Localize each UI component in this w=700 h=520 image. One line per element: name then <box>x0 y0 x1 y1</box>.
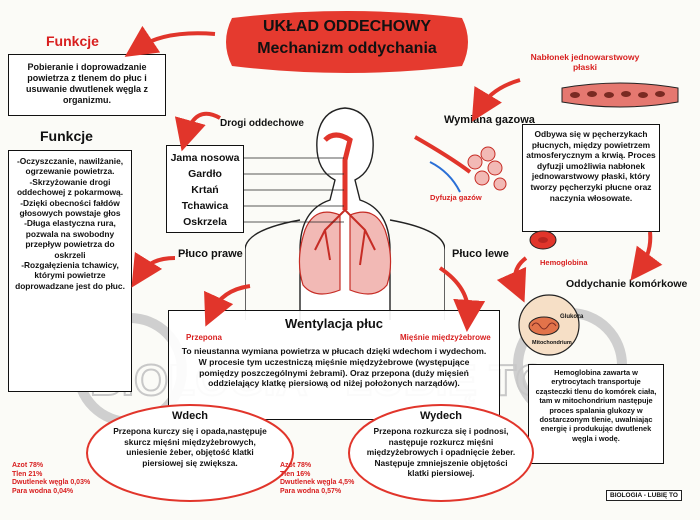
glukoza-label: Glukoza <box>560 314 584 320</box>
wentylacja-heading: Wentylacja płuc <box>284 316 383 331</box>
wydech-stat: Azot 78% <box>280 462 312 469</box>
wymiana-text: Odbywa się w pęcherzykach płucnych, międ… <box>526 129 656 203</box>
arrow <box>131 251 176 288</box>
alveoli-icon <box>414 135 507 193</box>
epithelium-icon <box>561 82 679 108</box>
wentylacja-text: To nieustanna wymiana powietrza w płucac… <box>181 346 487 389</box>
arrow <box>174 111 221 152</box>
hemoglobina-label: Hemoglobina <box>540 258 588 267</box>
wydech-text: Przepona rozkurcza się i podnosi, następ… <box>366 426 516 479</box>
arrow <box>471 78 521 122</box>
drogi-item: Gardło <box>188 168 222 180</box>
wdech-heading: Wdech <box>171 410 209 422</box>
wydech-heading: Wydech <box>420 410 462 422</box>
title-banner <box>226 11 468 73</box>
funkcje-left-heading: Funkcje <box>40 128 93 144</box>
arrow <box>438 266 486 332</box>
wdech-text: Przepona kurczy się i opada,następuje sk… <box>113 426 267 468</box>
wdech-stat: Para wodna 0,04% <box>12 487 74 495</box>
oddychanie-box: Hemoglobina zawarta w erytrocytach trans… <box>528 364 664 464</box>
drogi-heading: Drogi oddechowe <box>220 118 304 129</box>
funkcje-item: -Oczyszczanie, nawilżanie, ogrzewanie po… <box>16 156 124 177</box>
funkcje-top-text: Pobieranie i doprowadzanie powietrza z t… <box>25 62 149 105</box>
przepona-label: Przepona <box>186 333 223 342</box>
drogi-item: Jama nosowa <box>170 152 240 164</box>
cell-icon <box>518 294 580 356</box>
funkcje-item: -Dzięki obecności fałdów głosowych powst… <box>19 197 121 219</box>
title-line-2: Mechanizm oddychania <box>257 40 437 57</box>
wentylacja-box <box>168 310 500 420</box>
logo-text: BIOLOGIA - LUBIĘ TO <box>606 490 682 501</box>
drogi-item: Oskrzela <box>183 216 227 228</box>
dyfuzja-label: Dyfuzja gazów <box>430 193 482 202</box>
drogi-box: Jama nosowa Gardło Krtań Tchawica Oskrze… <box>166 145 244 233</box>
drogi-item: Krtań <box>191 184 219 196</box>
wydech-stat: Dwutlenek węgla 4,5% <box>280 479 355 486</box>
arrow <box>124 25 216 57</box>
oddychanie-heading: Oddychanie komórkowe <box>566 278 688 290</box>
funkcje-top-heading: Funkcje <box>46 33 99 49</box>
funkcje-item: -Skrzyżowanie drogi oddechowej z pokarmo… <box>16 176 124 198</box>
funkcje-top-box: Pobieranie i doprowadzanie powietrza z t… <box>8 54 166 116</box>
wydech-stat: Para wodna 0,57% <box>280 487 342 495</box>
hemoglobin-icon <box>529 230 557 250</box>
funkcje-item: -Długa elastyczna rura, pozwala na swobo… <box>24 218 116 260</box>
wdech-stat: Dwutlenek węgla 0,03% <box>12 479 91 486</box>
pluco-prawe-label: Płuco prawe <box>178 248 243 260</box>
arrow <box>204 284 251 327</box>
arrow <box>496 256 528 303</box>
funkcje-left-box: -Oczyszczanie, nawilżanie, ogrzewanie po… <box>8 150 132 392</box>
mitochondrion-icon <box>528 316 560 336</box>
wymiana-box: Odbywa się w pęcherzykach płucnych, międ… <box>522 124 660 232</box>
wdech-oval <box>86 404 294 502</box>
funkcje-item: -Rozgałęzienia tchawicy, którymi powietr… <box>15 260 125 291</box>
wydech-stat: Tlen 16% <box>280 470 311 478</box>
nablonek-label: Nabłonek jednowarstwowy płaski <box>530 52 640 72</box>
drogi-item: Tchawica <box>181 200 229 212</box>
pluco-lewe-label: Płuco lewe <box>452 248 509 260</box>
miesnie-label: Mięśnie międzyżebrowe <box>400 333 491 342</box>
mitochondrium-label: Mitochondrium <box>532 340 572 346</box>
oddychanie-text: Hemoglobina zawarta w erytrocytach trans… <box>535 368 657 443</box>
arrow <box>630 231 663 281</box>
wydech-oval <box>348 404 534 502</box>
wdech-stat: Tlen 21% <box>12 470 43 478</box>
wdech-stat: Azot 78% <box>12 462 44 469</box>
drogi-leader-lines <box>244 157 344 223</box>
title-line-1: UKŁAD ODDECHOWY <box>263 18 431 35</box>
